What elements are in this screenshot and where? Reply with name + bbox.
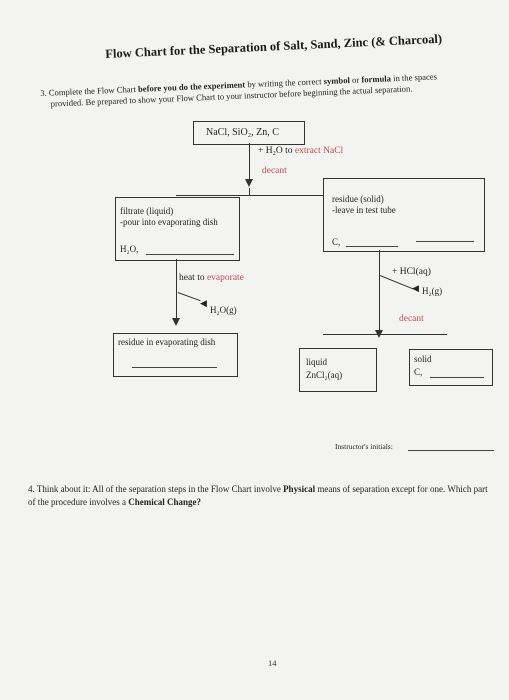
question-3: 3. Complete the Flow Chart before you do… [40,71,438,110]
hcl-label: + HCl(aq) [392,267,431,277]
split-line [323,334,447,335]
step1-label: + H₂O to extract NaCl [258,146,343,156]
answer-blank[interactable] [416,241,474,242]
vapor-arrow-icon: ◀ [200,298,207,308]
residue-box: residue (solid) -leave in test tube C, [323,178,485,252]
heat-label-a: heat to [179,273,205,283]
liquid-box: liquid ZnCl₂(aq) [299,348,377,392]
liquid-line2: ZnCl₂(aq) [306,370,343,380]
page-number: 14 [268,658,277,668]
h2-label: H₂(g) [422,286,443,296]
heat-label-b: evaporate [206,273,244,283]
step1-action: extract NaCl [294,146,344,156]
q4-text-d: Chemical Change? [128,497,201,507]
q3-number: 3. [40,87,47,98]
arrow-down-icon [375,330,383,338]
heat-label: heat to evaporate [179,273,244,283]
start-box-label: NaCl, SiO₂, Zn, C [206,127,279,138]
instructor-initials-blank[interactable] [408,450,494,451]
decant2-label: decant [399,314,424,324]
solid-line2: C, [414,367,423,377]
start-box: NaCl, SiO₂, Zn, C [193,121,305,145]
vapor-label: H₂O(g) [210,305,237,315]
evap-residue-box: residue in evaporating dish [113,333,238,377]
arrow-down-icon [245,179,253,187]
filtrate-line2: -pour into evaporating dish [120,217,218,227]
liquid-line1: liquid [306,357,328,367]
instructor-initials-label: Instructor's initials: [335,442,393,451]
q3-text-f: formula [361,73,392,85]
connector-line [176,259,177,319]
q4-text-c: means of separation except for one. Whic… [28,484,488,507]
solid-line1: solid [414,354,432,364]
residue-blank-label: C, [332,237,341,247]
step1-reagent: + H₂O to [258,146,293,156]
gas-arrow-line [379,275,414,290]
gas-arrow-icon: ◀ [412,283,419,293]
q3-text-d: symbol [323,75,351,87]
answer-blank[interactable] [146,254,234,255]
answer-blank[interactable] [430,377,484,378]
connector-line [249,143,250,181]
filtrate-blank-label: H₂O, [120,244,139,254]
q4-number: 4. [28,484,35,494]
connector-line [379,250,380,330]
residue-line1: residue (solid) [332,194,384,204]
filtrate-line1: filtrate (liquid) [120,206,174,216]
q3-text-g: in the spaces [392,71,438,84]
page-title: Flow Chart for the Separation of Salt, S… [105,31,443,61]
arrow-down-icon [172,318,180,326]
filtrate-box: filtrate (liquid) -pour into evaporating… [115,197,240,261]
vapor-arrow-line [177,292,201,302]
solid-box: solid C, [409,349,493,386]
residue-line2: -leave in test tube [332,205,396,215]
answer-blank[interactable] [132,367,217,368]
q4-text-a: Think about it: All of the separation st… [36,484,281,494]
evap-residue-label: residue in evaporating dish [118,337,216,347]
q3-text-e: or [351,74,360,85]
question-4: 4. Think about it: All of the separation… [28,483,493,509]
connector-line [249,188,250,196]
q4-text-b: Physical [283,484,316,494]
step1-decant: decant [262,166,287,176]
answer-blank[interactable] [346,246,398,247]
